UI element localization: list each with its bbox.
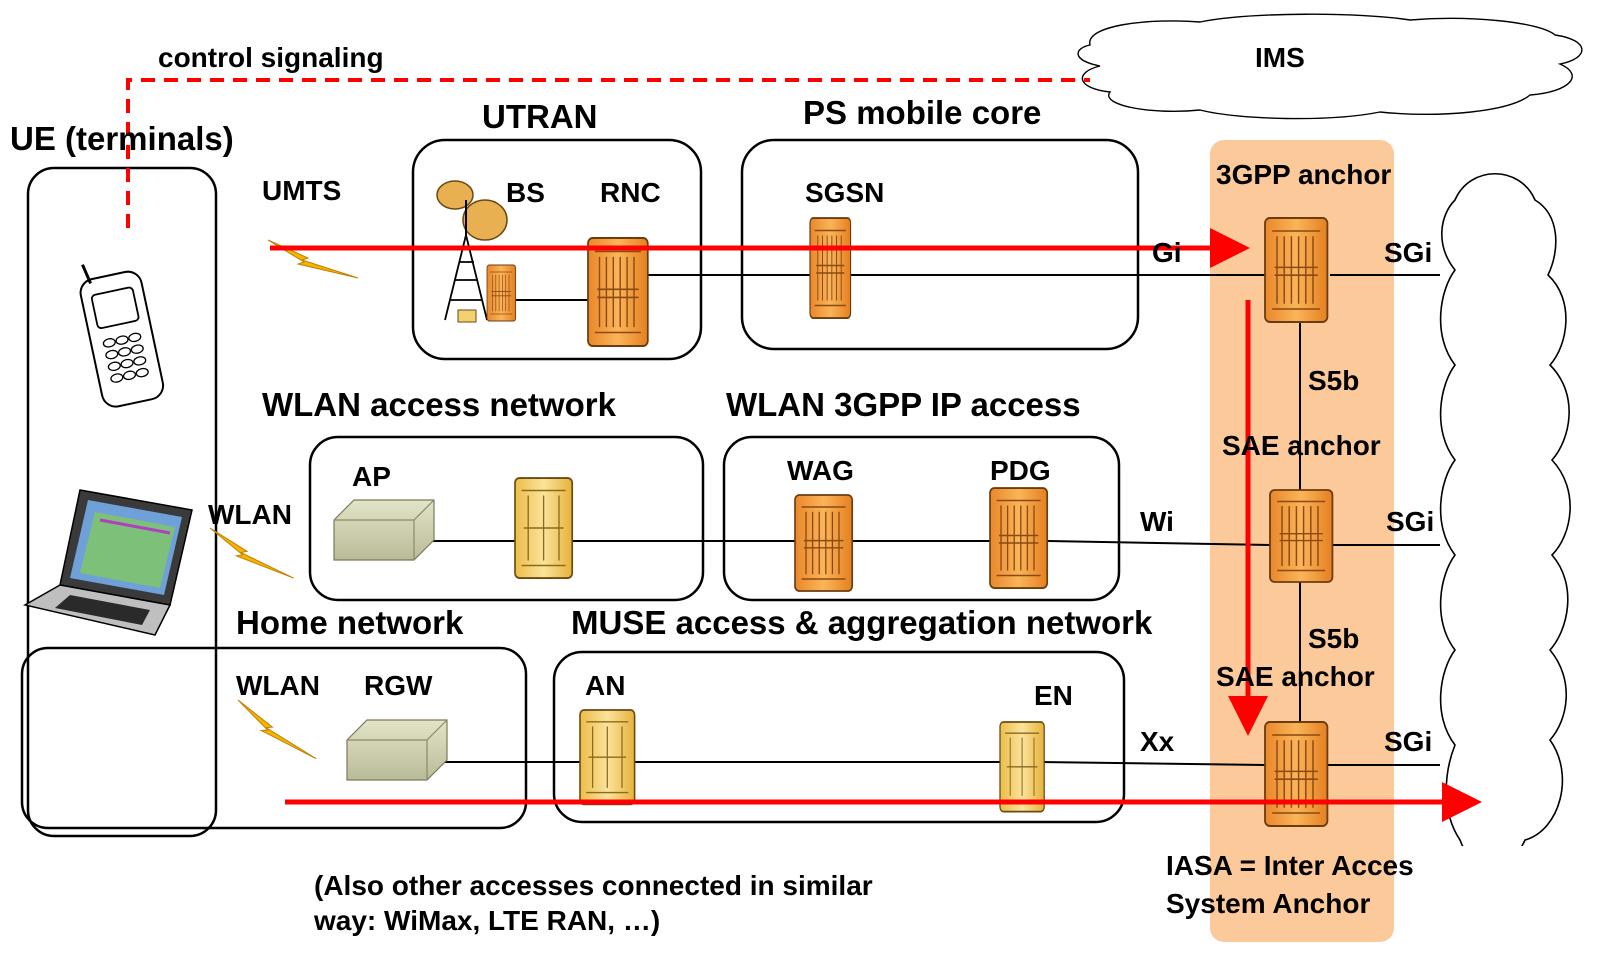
ps-core-label: PS mobile core [803,94,1041,131]
wlan-label-2: WLAN [236,670,320,701]
home-network-box [20,646,528,830]
s5b-label-2: S5b [1308,623,1359,654]
lightning-icon-home-wlan [228,699,326,760]
wlan-label-1: WLAN [208,499,292,530]
umts-label: UMTS [262,175,341,206]
internet-cloud [1439,172,1571,866]
ue-box [26,166,218,838]
sgi-label-2: SGi [1386,506,1434,537]
sae-anchor-device-icon [1269,489,1334,583]
an-label: AN [585,670,625,701]
sgsn-label: SGSN [805,177,884,208]
ims-cloud [1077,13,1583,120]
note-line-1: (Also other accesses connected in simila… [314,870,873,901]
control-signaling-label: control signaling [158,42,384,73]
wlan-3gpp-box [722,435,1121,602]
gi-label: Gi [1152,237,1182,268]
bs-label: BS [506,177,545,208]
base-station-icon [436,180,517,323]
rnc-label: RNC [600,177,661,208]
iasa-line-1: IASA = Inter Acces [1166,850,1414,881]
lightning-icon-wlan [204,527,300,579]
home-network-label: Home network [236,604,464,641]
an-device-icon [579,709,636,806]
sgsn-device-icon [809,217,852,319]
en-label: EN [1034,680,1073,711]
wlan-3gpp-label: WLAN 3GPP IP access [726,386,1081,423]
iasa-line-2: System Anchor [1166,888,1370,919]
links [405,274,1440,766]
s5b-label-1: S5b [1308,365,1359,396]
sgi-label-3: SGi [1384,726,1432,757]
ap-device-icon [333,499,435,561]
xx-label: Xx [1140,726,1175,757]
3gpp-anchor-label: 3GPP anchor [1216,159,1391,190]
wag-device-icon [794,494,854,592]
wi-label: Wi [1140,506,1174,537]
en-device-icon [999,721,1046,813]
pdg-device-icon [989,487,1049,589]
sae-anchor-device-icon-2 [1264,721,1329,827]
ps-core-box [740,138,1140,351]
3gpp-anchor-device-icon [1264,217,1329,323]
sgi-label-1: SGi [1384,237,1432,268]
laptop-icon [22,489,193,636]
rgw-device-icon [346,719,448,781]
utran-label: UTRAN [482,98,597,135]
ue-label: UE (terminals) [10,120,234,157]
rnc-device-icon [586,236,649,348]
pdg-label: PDG [990,455,1051,486]
wlan-access-box [308,435,705,602]
rgw-label: RGW [364,670,433,701]
ims-label: IMS [1255,42,1305,73]
muse-label: MUSE access & aggregation network [571,604,1153,641]
note-line-2: way: WiMax, LTE RAN, …) [313,905,660,936]
mobile-phone-icon [79,264,165,408]
wag-label: WAG [787,455,854,486]
sae-anchor-label-1: SAE anchor [1222,430,1381,461]
ap-label: AP [352,461,391,492]
control-signaling-line [126,78,1090,228]
muse-box [552,650,1126,824]
sae-anchor-label-2: SAE anchor [1216,661,1375,692]
wlan-switch-device-icon [514,477,574,579]
wlan-access-label: WLAN access network [262,386,617,423]
